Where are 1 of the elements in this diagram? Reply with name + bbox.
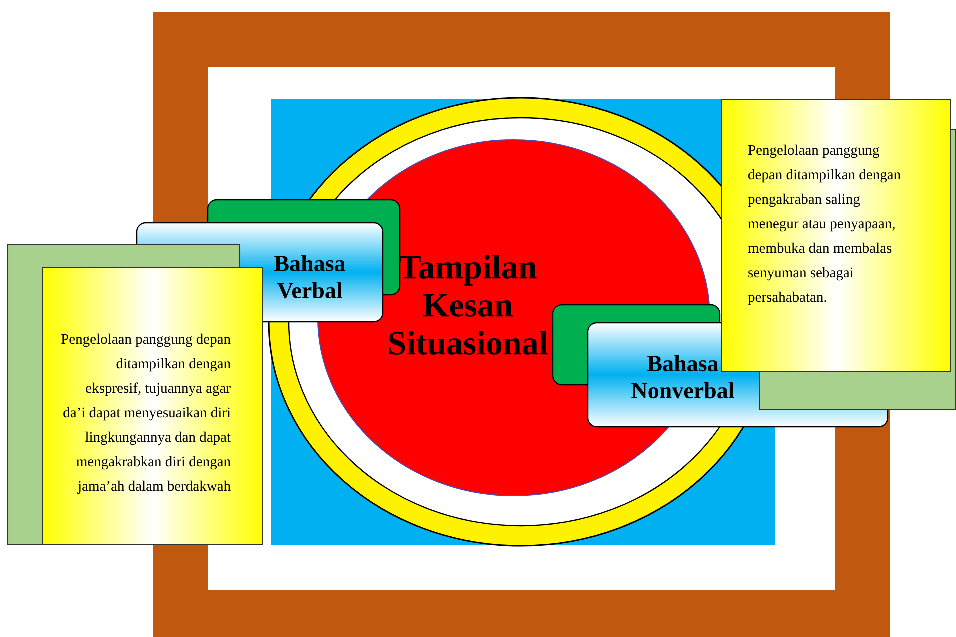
text-card: Pengelolaan panggung depan ditampilkan dengan ekspresif, tujuannya agar da’i dapat menyesuaikan diri lingkungannya dan dapat mengakrabkan diri dengan jama’ah dalam berdakwah — [8, 244, 264, 546]
